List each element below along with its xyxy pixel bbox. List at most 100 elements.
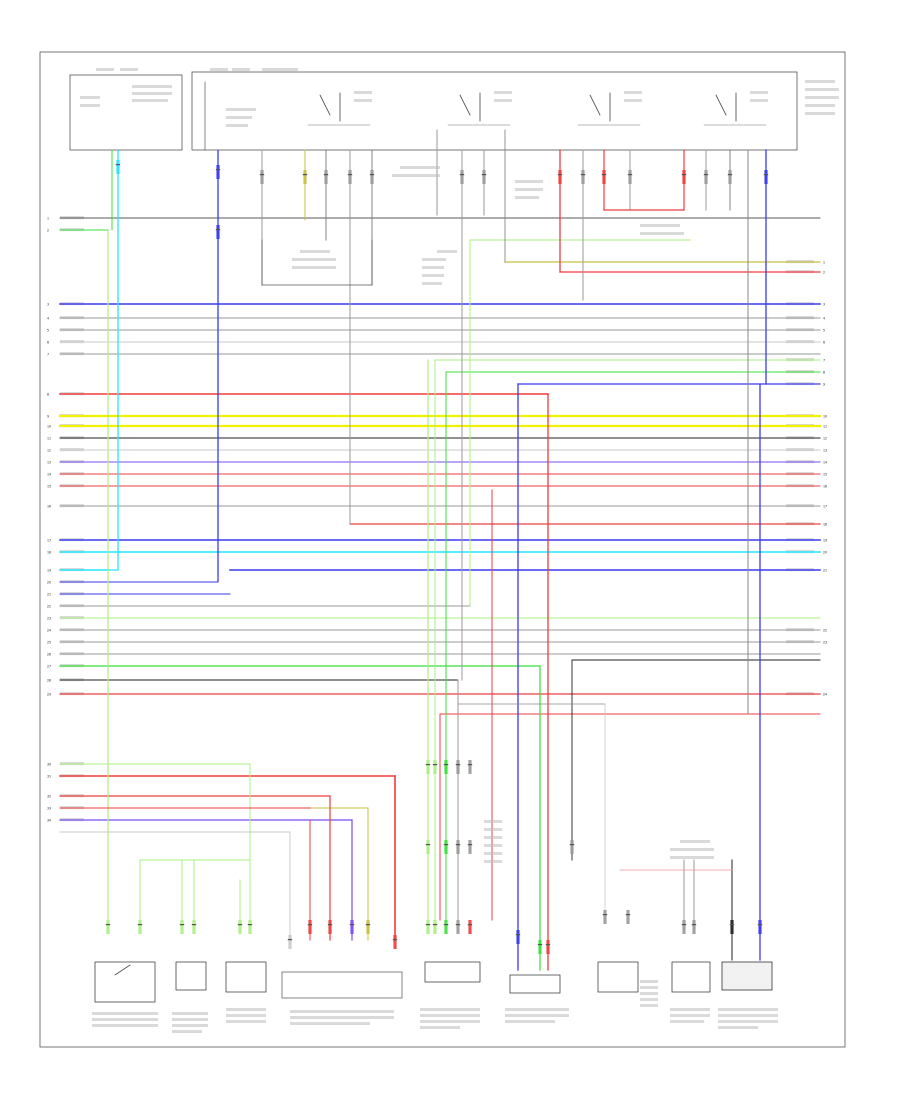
component-label (80, 104, 100, 107)
connector-mark (215, 229, 221, 231)
junction-label (437, 250, 457, 253)
connector-mark (467, 924, 473, 926)
right-pin-number: 9 (823, 383, 825, 387)
connector-mark (443, 844, 449, 846)
connector-pin (216, 225, 220, 239)
connector-mark (347, 174, 353, 176)
connector-pin (628, 170, 632, 184)
connector-pin (366, 920, 370, 934)
connector-mark (537, 944, 543, 946)
junction-label (640, 232, 684, 235)
relay-switch (715, 94, 727, 116)
bottom-label (670, 1008, 710, 1011)
junction-label (422, 282, 442, 285)
connector-pin (570, 840, 574, 854)
left-pin-number: 1 (47, 217, 49, 221)
connector-mark (703, 174, 709, 176)
bottom-label (718, 1014, 778, 1017)
bottom-label (420, 1026, 460, 1029)
right-pin-number: 12 (823, 437, 827, 441)
connector-pin (393, 935, 397, 949)
connector-pin (764, 170, 768, 184)
connector-pin (260, 170, 264, 184)
connector-pin (444, 920, 448, 934)
connector-pin (303, 170, 307, 184)
bottom-component-sensor (225, 961, 267, 993)
relay-switch (589, 94, 601, 116)
bottom-label (505, 1008, 569, 1011)
box-label (292, 266, 336, 269)
component-label (805, 88, 839, 91)
bottom-label (640, 998, 658, 1001)
connector-mark (443, 764, 449, 766)
connector-mark (625, 914, 631, 916)
junction-label (422, 258, 446, 261)
connector-mark (601, 174, 607, 176)
connector-pin (468, 760, 472, 774)
right-pin-number: 13 (823, 449, 827, 453)
left-pin-number: 22 (47, 605, 51, 609)
right-pin-number: 2 (823, 271, 825, 275)
connector-mark (247, 924, 253, 926)
connector-pin (328, 920, 332, 934)
top-label (96, 68, 114, 71)
connector-mark (602, 914, 608, 916)
connector-pin (433, 760, 437, 774)
left-pin-number: 21 (47, 593, 51, 597)
component-label (680, 840, 710, 843)
bottom-component-switch (424, 961, 481, 983)
relay-switch (319, 94, 331, 116)
component-label (132, 99, 168, 102)
bottom-component-sender (721, 961, 773, 991)
junction-label (515, 180, 543, 183)
component-label (80, 96, 100, 99)
relay-label (354, 99, 372, 102)
connector-pin (460, 170, 464, 184)
right-pin-number: 16 (823, 485, 827, 489)
left-pin-number: 24 (47, 629, 51, 633)
left-pin-number: 33 (47, 807, 51, 811)
bottom-label (420, 1014, 480, 1017)
bottom-label (226, 1020, 266, 1023)
junction-label (422, 274, 444, 277)
right-pin-number: 17 (823, 505, 827, 509)
left-pin-number: 2 (47, 229, 49, 233)
relay-label (750, 99, 768, 102)
connector-mark (237, 924, 243, 926)
left-pin-number: 8 (47, 393, 49, 397)
right-pin-number: 23 (823, 641, 827, 645)
bottom-label (226, 1008, 266, 1011)
connector-pin (456, 840, 460, 854)
connector-mark (580, 174, 586, 176)
connector-mark (481, 174, 487, 176)
connector-pin (538, 940, 542, 954)
connector-pin (758, 920, 762, 934)
left-pin-number: 15 (47, 485, 51, 489)
bottom-label (172, 1030, 202, 1033)
connector-mark (627, 174, 633, 176)
left-pin-number: 31 (47, 775, 51, 779)
connector-pin (426, 840, 430, 854)
connector-mark (179, 924, 185, 926)
connector-mark (425, 764, 431, 766)
junction-label (515, 196, 539, 199)
connector-mark (369, 174, 375, 176)
left-pin-number: 18 (47, 551, 51, 555)
right-pin-number: 10 (823, 415, 827, 419)
junction-label (640, 224, 680, 227)
side-label (484, 828, 502, 831)
left-pin-number: 26 (47, 653, 51, 657)
connector-mark (467, 764, 473, 766)
connector-mark (191, 924, 197, 926)
connector-pin (433, 920, 437, 934)
left-pin-number: 25 (47, 641, 51, 645)
connector-pin (456, 760, 460, 774)
side-label (484, 860, 502, 863)
left-pin-number: 11 (47, 437, 51, 441)
connector-pin (324, 170, 328, 184)
connector-pin (192, 920, 196, 934)
connector-pin (682, 170, 686, 184)
connector-mark (259, 174, 265, 176)
connector-pin (728, 170, 732, 184)
